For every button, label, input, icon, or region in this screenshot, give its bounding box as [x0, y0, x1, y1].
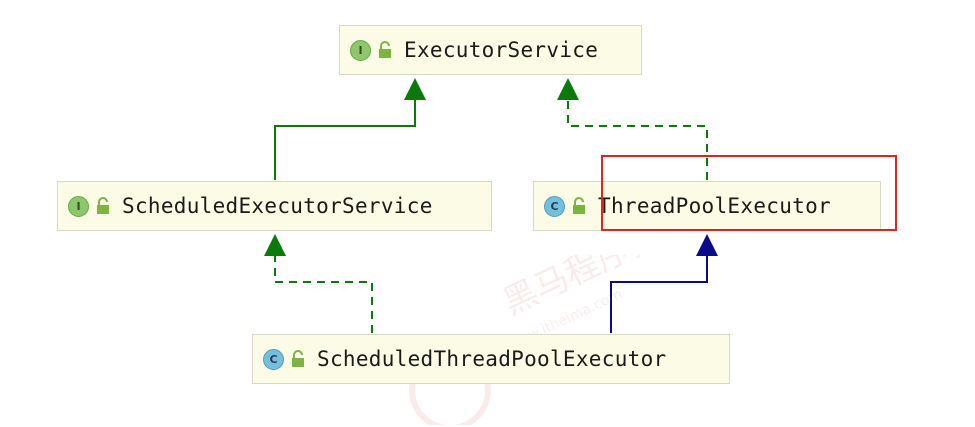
arrowhead-scheduled-executor-service: [264, 234, 286, 256]
node-label: ScheduledThreadPoolExecutor: [317, 347, 667, 371]
edge-scheduled-thread-pool-executor-to-thread-pool-executor: [610, 256, 708, 333]
arrowhead-executor-service-left: [404, 78, 426, 100]
edge-scheduled-executor-service-to-executor-service: [274, 100, 416, 180]
class-icon: C: [544, 195, 565, 217]
node-label: ExecutorService: [404, 38, 599, 62]
lock-icon: [97, 197, 109, 214]
edge-scheduled-thread-pool-executor-to-scheduled-executor-service: [274, 256, 373, 333]
node-scheduled-executor-service[interactable]: I ScheduledExecutorService: [57, 181, 492, 231]
interface-icon: I: [68, 195, 89, 217]
node-label: ThreadPoolExecutor: [598, 194, 831, 218]
class-icon: C: [263, 348, 284, 370]
lock-icon: [379, 41, 391, 58]
arrowhead-thread-pool-executor: [696, 234, 718, 256]
lock-icon: [292, 350, 304, 367]
interface-icon: I: [350, 39, 371, 61]
lock-icon: [573, 197, 585, 214]
node-scheduled-thread-pool-executor[interactable]: C ScheduledThreadPoolExecutor: [252, 334, 730, 384]
arrowhead-executor-service-right: [557, 78, 579, 100]
node-label: ScheduledExecutorService: [122, 194, 433, 218]
highlight-box: [601, 155, 897, 231]
node-executor-service[interactable]: I ExecutorService: [339, 25, 642, 75]
